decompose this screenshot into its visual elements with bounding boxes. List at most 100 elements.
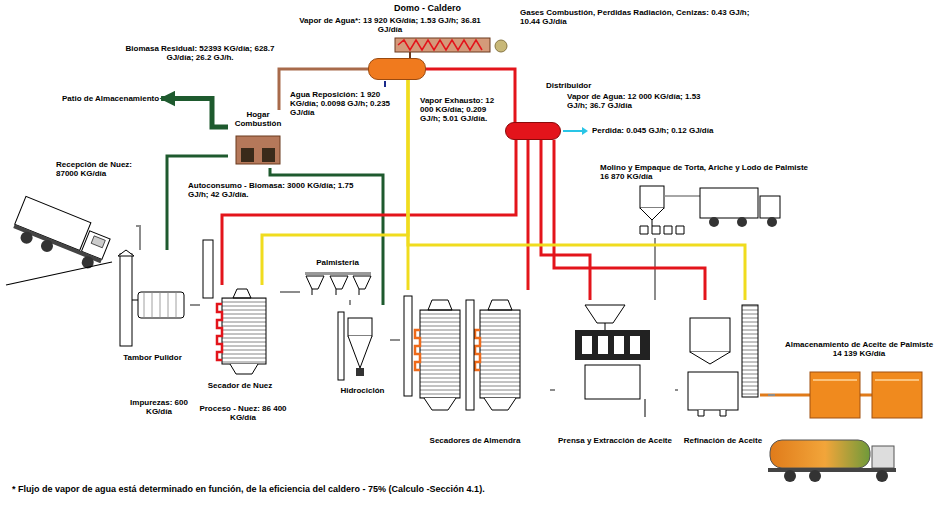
oil-storage-tanks [872,372,922,418]
mill-and-packing [700,188,758,218]
nut-dryer [233,289,251,298]
furnace [236,136,280,164]
oil-storage: Almacenamiento de Aceite de Palmiste14 1… [775,340,943,425]
mill-and-packing [709,217,719,227]
oil-storage-tanks [810,372,860,418]
refinery-station: Refinación de Aceite [678,300,768,445]
flow-label: Gases Combustión, Perdidas Radiación, Ce… [520,8,750,26]
flow-line [390,339,400,341]
oil-press [585,305,625,323]
mill-and-packing [640,186,780,234]
oil-press [575,305,650,417]
mill-and-packing [767,217,777,227]
kernel-dryers [404,296,520,410]
equipment-label: Molino y Empaque de Torta, Ariche y Lodo… [600,163,808,172]
figure-caption: * Flujo de vapor de agua está determinad… [12,484,932,494]
kernel-dryers [466,300,474,410]
flow-line [349,300,351,305]
flow-line [161,99,228,127]
kernel-dryer-station: Secadores de Almendra [400,290,550,445]
polishing-drum [144,292,176,318]
loss-arrow [563,130,582,132]
tanker-truck [768,440,896,482]
tanker-truck [784,470,796,482]
flow-line [280,291,300,293]
hydrocyclone [348,318,372,336]
hydrocyclone [338,312,372,380]
flow-label: Biomasa Residual: 52393 KG/día; 628.7 GJ… [125,44,275,62]
flow-line [768,394,775,396]
flow-label: Agua Reposición: 1 920 KG/día; 0.0098 GJ… [290,90,402,118]
tanker-truck [872,446,894,468]
tanker-truck [876,470,888,482]
equipment-label: Prensa y Extracción de Aceite [558,436,672,445]
oil-refinery [688,372,738,410]
heat-exchanger [395,38,490,52]
furnace [236,136,280,164]
oil-storage-tanks [813,379,919,381]
mill-and-packing [664,195,700,197]
mill-and-packing [737,217,747,227]
polishing-drum [118,250,184,346]
flow-line [541,140,590,300]
mill-and-packing [640,226,684,234]
flow-label: Vapor Exhausto: 12 000 KG/día; 0.209 GJ/… [420,96,500,124]
equipment-label: Refinación de Aceite [684,436,762,445]
nut-dryer-station: Secador de Nuez [200,285,280,390]
heat-exchanger [395,38,507,58]
furnace [262,148,275,162]
equipment-label: Secadores de Almendra [430,436,521,445]
hydrocyclone [356,368,364,376]
makeup-water-pipe [384,81,386,87]
kernel-dryers [420,310,460,398]
equipment-heading: Domo - Caldero [394,3,461,13]
flow-label: Perdida: 0.045 GJ/h; 0.12 GJ/día [592,126,762,135]
oil-refinery [690,352,730,364]
kernel-dryers [404,296,412,396]
flow-line [408,80,745,300]
hydrocyclone [348,336,372,368]
storage-yard: Patio de Almacenamiento [60,93,161,104]
polishing-drum [120,254,132,346]
nut-dryer [203,240,266,374]
oil-refinery [698,410,726,416]
nut-dryer [203,240,213,298]
kernel-hoppers [312,289,359,295]
equipment-heading: Distribuidor [546,81,591,90]
flow-line [167,156,228,250]
polishing-drum [138,292,184,318]
kernel-dryers [480,310,520,398]
ramp [6,262,112,285]
flow-line [675,389,678,391]
flow-line [550,389,555,391]
furnace [241,148,254,162]
oil-press [585,365,640,399]
dump-truck [19,230,35,246]
steam-distributor: Distribuidor [505,122,561,140]
equipment-label: Secador de Nuez [208,381,272,390]
flow-line [190,304,200,306]
hydrocyclone [338,312,344,380]
mill-and-packing [640,186,664,208]
kernel-hoppers [305,272,371,295]
equipment-label: 16 870 KG/día [600,172,652,181]
kernel-hoppers [305,272,371,275]
mill-and-packing [760,196,780,218]
hydrocyclone-station: Hidrociclón [335,305,390,395]
nut-dryer [230,364,258,374]
equipment-label: Almacenamiento de Aceite de Palmiste [785,340,933,349]
heat-exchanger [495,40,507,52]
polishing-drum-station: Tambor Pulidor [115,250,190,362]
flow-label: Autoconsumo - Biomasa: 3000 KG/día; 1.75… [188,181,360,199]
flow-label: Impurezas: 600 KG/día [128,398,190,416]
loss-arrow [563,127,588,135]
oil-press [575,330,650,360]
flow-line [527,140,530,290]
oil-storage-tanks [760,372,922,418]
nut-reception: Recepción de Nuez: 87000 KG/día [8,160,136,270]
oil-refinery [742,305,758,397]
oil-press [605,323,645,417]
furnace-box: Hogar Combustión [228,110,288,168]
makeup-water-pipe [385,81,386,87]
